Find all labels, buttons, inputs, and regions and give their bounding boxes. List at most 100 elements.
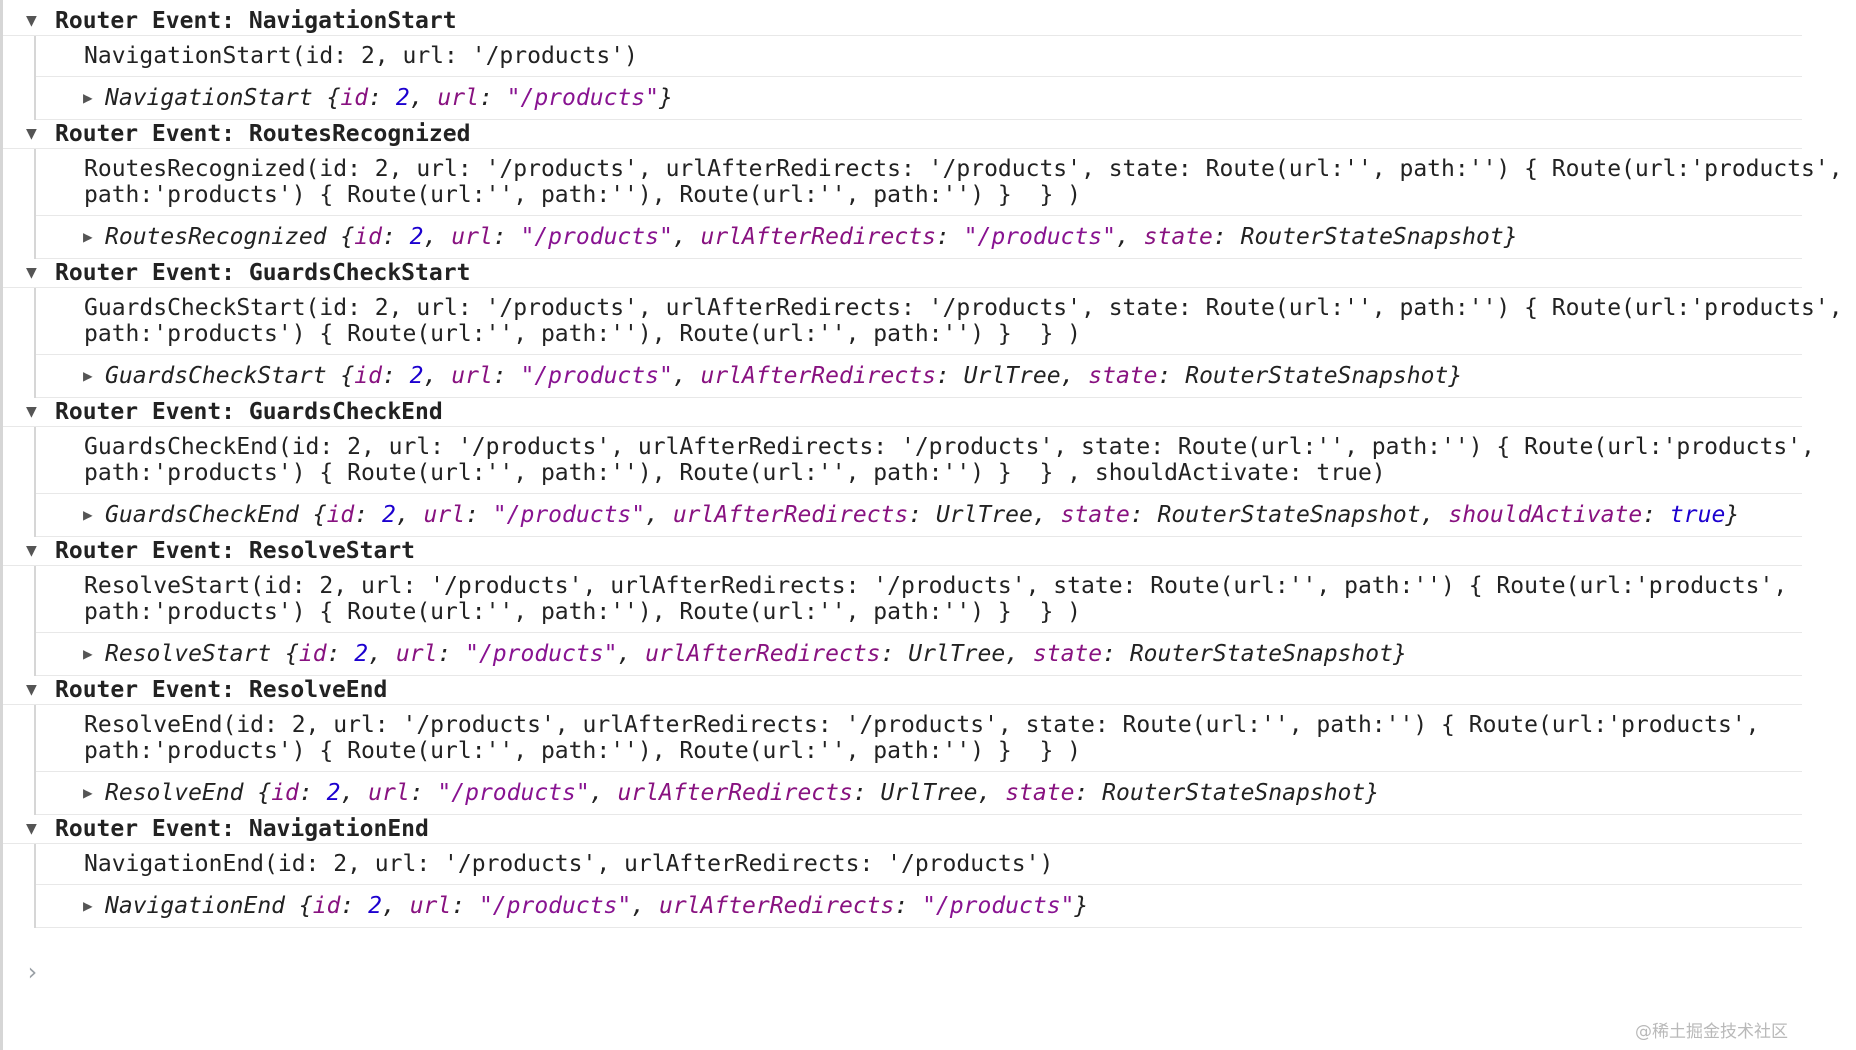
triangle-right-icon[interactable]: ▶ — [83, 227, 93, 246]
console-group-body: GuardsCheckStart(id: 2, url: '/products'… — [34, 288, 1843, 398]
object-property-key: state — [1088, 363, 1158, 389]
object-property-key: url — [437, 85, 479, 111]
object-class-name: GuardsCheckEnd — [105, 502, 299, 528]
triangle-down-icon[interactable]: ▼ — [26, 123, 37, 144]
triangle-down-icon[interactable]: ▼ — [26, 262, 37, 283]
object-property-key: url — [423, 502, 466, 528]
object-property-key: url — [395, 641, 438, 667]
object-property-key: id — [326, 502, 355, 528]
console-message: NavigationStart(id: 2, url: '/products') — [36, 36, 1802, 77]
console-object-preview: RoutesRecognized {id: 2, url: "/products… — [105, 224, 1518, 250]
console-group-header[interactable]: ▼Router Event: NavigationStart — [3, 7, 1802, 36]
object-property-key: url — [409, 893, 452, 919]
console-object-preview: ResolveEnd {id: 2, url: "/products", url… — [105, 780, 1380, 806]
object-class-name: NavigationEnd — [105, 893, 286, 919]
console-group-title: Router Event: NavigationEnd — [55, 816, 429, 842]
object-property-value: "/products" — [520, 363, 673, 389]
console-message: RoutesRecognized(id: 2, url: '/products'… — [36, 149, 1843, 216]
console-object-preview: GuardsCheckStart {id: 2, url: "/products… — [105, 363, 1463, 389]
triangle-down-icon[interactable]: ▼ — [26, 540, 37, 561]
object-property-value: UrlTree — [880, 780, 978, 806]
object-property-key: id — [340, 85, 369, 111]
object-property-key: url — [368, 780, 410, 806]
object-property-key: state — [1032, 641, 1103, 667]
object-property-key: id — [271, 780, 299, 806]
object-property-key: state — [1143, 224, 1213, 250]
console-prompt[interactable]: › — [25, 958, 40, 986]
console-group-body: ResolveEnd(id: 2, url: '/products', urlA… — [34, 705, 1802, 815]
object-property-value: RouterStateSnapshot — [1129, 641, 1393, 667]
object-property-value: "/products" — [922, 893, 1075, 919]
triangle-down-icon[interactable]: ▼ — [26, 679, 37, 700]
console-message: ResolveEnd(id: 2, url: '/products', urlA… — [36, 705, 1802, 772]
triangle-down-icon[interactable]: ▼ — [26, 818, 37, 839]
object-property-key: url — [451, 363, 493, 389]
object-property-value: "/products" — [478, 893, 632, 919]
object-property-value: RouterStateSnapshot — [1157, 502, 1421, 528]
triangle-right-icon[interactable]: ▶ — [83, 644, 93, 663]
console-group-title: Router Event: ResolveEnd — [55, 677, 388, 703]
console-group-title: Router Event: ResolveStart — [55, 538, 416, 564]
console-group-body: NavigationStart(id: 2, url: '/products')… — [34, 36, 1802, 120]
console-object-preview: NavigationEnd {id: 2, url: "/products", … — [105, 893, 1089, 919]
console-object-preview: NavigationStart {id: 2, url: "/products"… — [105, 85, 673, 111]
watermark: @稀土掘金技术社区 — [1635, 1022, 1788, 1042]
object-property-value: 2 — [326, 780, 341, 806]
console-group-header[interactable]: ▼ Router Event: RoutesRecognized — [3, 120, 1802, 149]
object-property-value: 2 — [381, 502, 396, 528]
object-property-key: id — [312, 893, 341, 919]
triangle-right-icon[interactable]: ▶ — [83, 783, 93, 802]
object-property-value: "/products" — [492, 502, 646, 528]
object-property-value: "/products" — [437, 780, 590, 806]
console-object[interactable]: ▶ GuardsCheckEnd {id: 2, url: "/products"… — [36, 494, 1802, 537]
console-group-body: NavigationEnd(id: 2, url: '/products', u… — [34, 844, 1802, 928]
console-object[interactable]: ▶ NavigationEnd {id: 2, url: "/products",… — [36, 885, 1802, 928]
console-group-body: ResolveStart(id: 2, url: '/products', ur… — [34, 566, 1802, 676]
triangle-right-icon[interactable]: ▶ — [83, 896, 93, 915]
object-property-value: UrlTree — [935, 502, 1033, 528]
object-property-key: shouldActivate — [1448, 502, 1643, 528]
console-object[interactable]: ▶ ResolveEnd {id: 2, url: "/products", ur… — [36, 772, 1802, 815]
console-object[interactable]: ▶ GuardsCheckStart {id: 2, url: "/product… — [36, 355, 1802, 398]
console-object[interactable]: ▶ NavigationStart {id: 2, url: "/products… — [36, 77, 1802, 120]
triangle-right-icon[interactable]: ▶ — [83, 505, 93, 524]
object-property-value: "/products" — [506, 85, 659, 111]
object-property-value: 2 — [409, 224, 424, 250]
object-property-value: UrlTree — [963, 363, 1061, 389]
object-property-value: 2 — [368, 893, 382, 919]
console-message: ResolveStart(id: 2, url: '/products', ur… — [36, 566, 1802, 633]
console-group-header[interactable]: ▼ Router Event: NavigationEnd — [3, 815, 1802, 844]
object-property-key: urlAfterRedirects — [658, 893, 895, 919]
object-property-value: "/products" — [465, 641, 618, 667]
console-group-header[interactable]: ▼Router Event: GuardsCheckEnd — [3, 398, 1802, 427]
console-group-header[interactable]: ▼ Router Event: ResolveStart — [3, 537, 1802, 566]
object-property-value: "/products" — [520, 224, 673, 250]
triangle-down-icon[interactable]: ▼ — [26, 10, 37, 31]
object-property-value: RouterStateSnapshot — [1102, 780, 1366, 806]
console-object-preview: GuardsCheckEnd {id: 2, url: "/products",… — [105, 502, 1740, 528]
object-property-value: 2 — [409, 363, 424, 389]
console-object[interactable]: ▶ RoutesRecognized {id: 2, url: "/product… — [36, 216, 1802, 259]
console-message: GuardsCheckEnd(id: 2, url: '/products', … — [36, 427, 1815, 494]
console-group-title: Router Event: RoutesRecognized — [55, 121, 471, 147]
triangle-right-icon[interactable]: ▶ — [83, 88, 93, 107]
object-property-value: true — [1669, 502, 1726, 528]
console-group-header[interactable]: ▼ Router Event: ResolveEnd — [3, 676, 1802, 705]
console-group-header[interactable]: ▼Router Event: GuardsCheckStart — [3, 259, 1802, 288]
triangle-right-icon[interactable]: ▶ — [83, 366, 93, 385]
object-class-name: ResolveEnd — [105, 780, 244, 806]
object-property-key: urlAfterRedirects — [645, 641, 881, 667]
object-property-value: RouterStateSnapshot — [1240, 224, 1504, 250]
object-property-value: "/products" — [963, 224, 1116, 250]
triangle-down-icon[interactable]: ▼ — [26, 401, 37, 422]
console-object[interactable]: ▶ResolveStart {id: 2, url: "/products", … — [36, 633, 1802, 676]
